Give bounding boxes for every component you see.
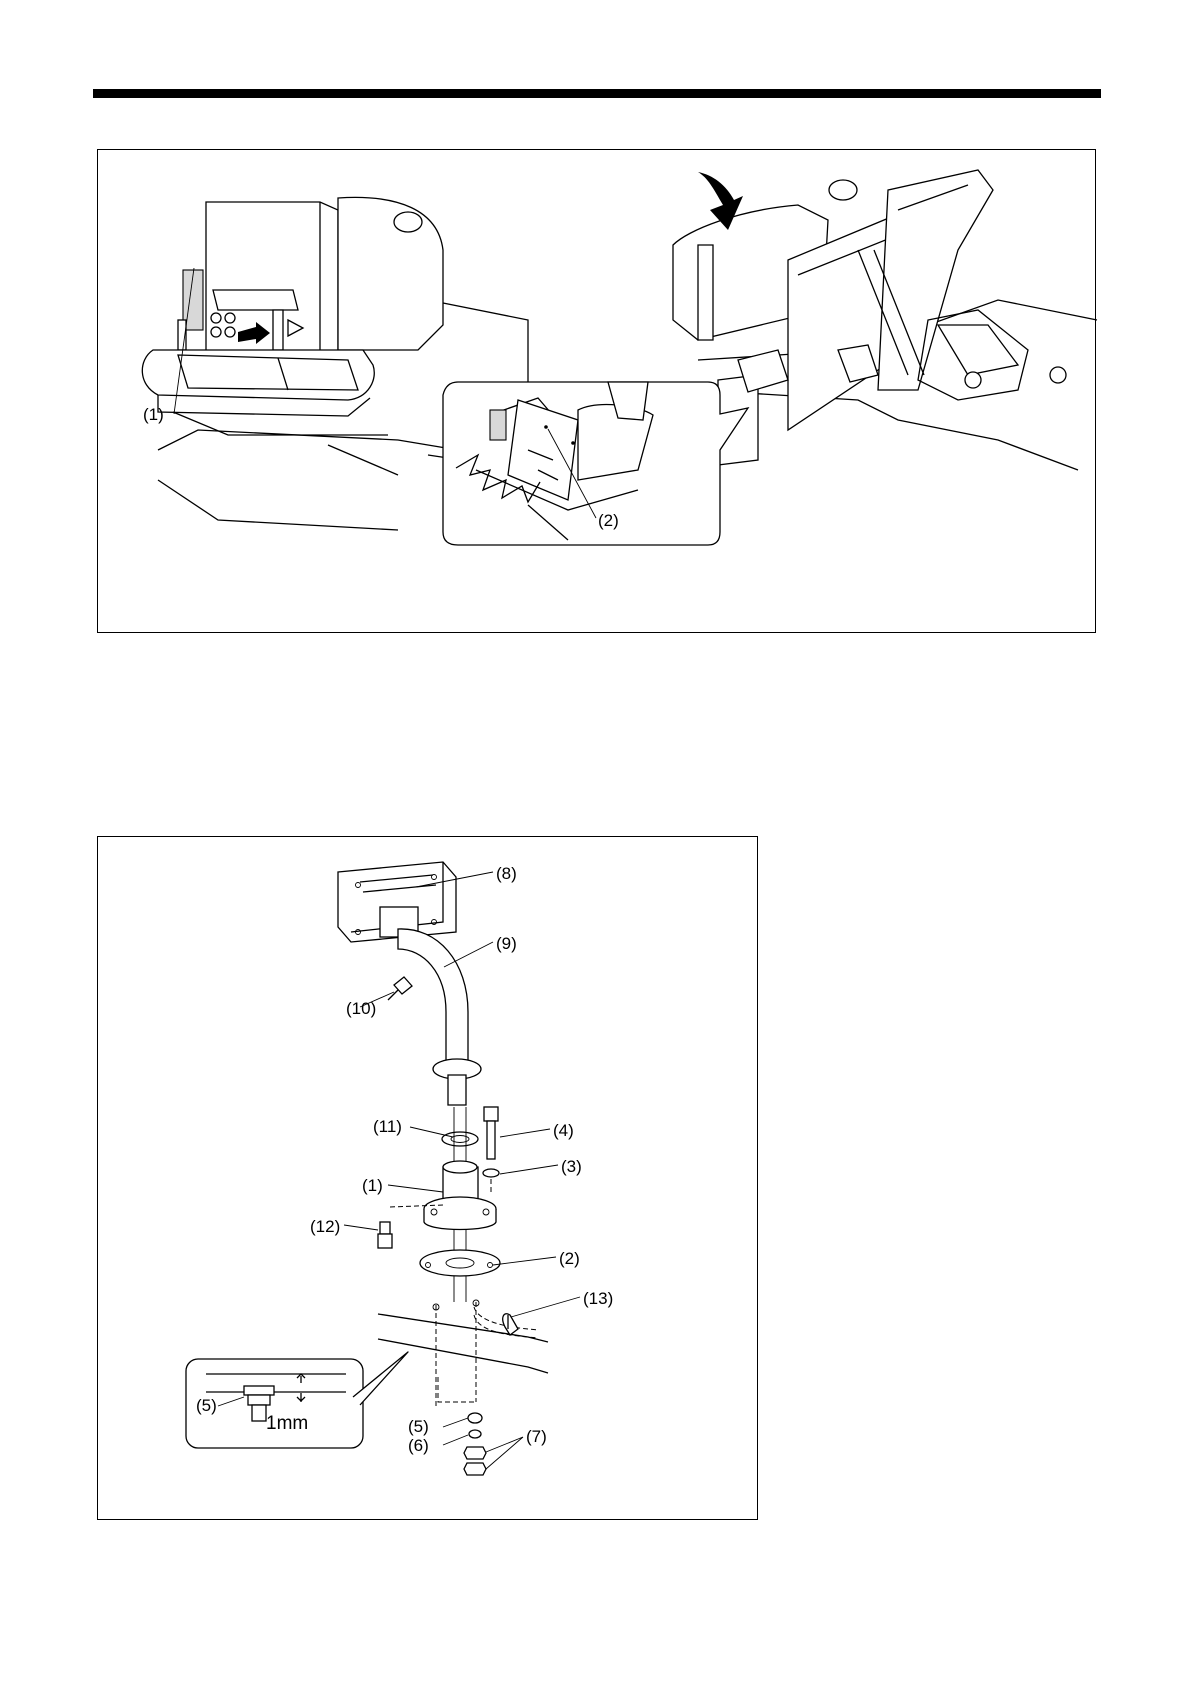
bolt-4-illustration: [483, 1107, 499, 1192]
callout-10: (10): [346, 999, 376, 1018]
callout-2: (2): [559, 1249, 580, 1268]
callout-7: (7): [526, 1427, 547, 1446]
fig1-callout-2: (2): [598, 511, 619, 530]
callout-13: (13): [583, 1289, 613, 1308]
leader-12: [344, 1225, 378, 1230]
leader-13: [511, 1297, 580, 1317]
callout-4: (4): [553, 1121, 574, 1140]
callout-11: (11): [373, 1117, 402, 1136]
callout-1: (1): [362, 1176, 383, 1195]
callout-8: (8): [496, 864, 517, 883]
leader-7: [486, 1437, 523, 1469]
leader-5: [443, 1418, 468, 1427]
washer-11-illustration: [442, 1132, 478, 1146]
callout-5: (5): [408, 1417, 429, 1436]
leader-11: [410, 1127, 453, 1137]
header-rule: [93, 89, 1101, 98]
inset-dimension: 1mm: [266, 1413, 308, 1434]
callout-6: (6): [408, 1436, 429, 1455]
screw-10-illustration: [388, 977, 412, 1000]
leader-3: [500, 1165, 558, 1174]
leader-6: [443, 1435, 468, 1445]
leader-2: [493, 1257, 556, 1265]
leader-1: [388, 1185, 443, 1192]
leader-4: [500, 1129, 550, 1137]
callout-9: (9): [496, 934, 517, 953]
fig1-callout-1: (1): [143, 405, 164, 424]
operation-panel-illustration: [338, 862, 456, 942]
figure-2-frame: (5) 1mm (8) (9) (10) (11) (4) (3) (1) (1…: [97, 836, 758, 1520]
figure-1-illustration: (1): [98, 150, 1097, 634]
cable-clip-13-illustration: [503, 1314, 518, 1335]
callout-12: (12): [310, 1217, 340, 1236]
curved-arm-illustration: [398, 929, 481, 1105]
figure-2-illustration: (5) 1mm (8) (9) (10) (11) (4) (3) (1) (1…: [98, 837, 759, 1521]
nuts-washers-illustration: [464, 1413, 486, 1475]
callout-3: (3): [561, 1157, 582, 1176]
figure-1-frame: (1): [97, 149, 1096, 633]
plate-2-illustration: [420, 1250, 500, 1276]
inset-callout-5: (5): [196, 1396, 217, 1415]
